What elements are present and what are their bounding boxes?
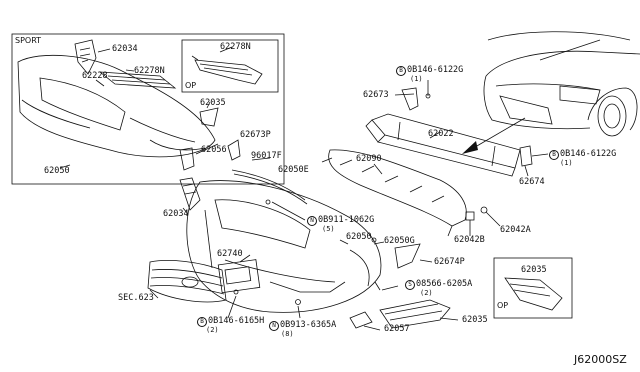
part-label-62674[interactable]: 62674 bbox=[519, 177, 545, 187]
qty-0B146-6122G-right: (1) bbox=[560, 159, 573, 167]
part-label-62035-sport[interactable]: 62035 bbox=[200, 98, 226, 108]
b-marker: B bbox=[549, 150, 559, 160]
reinforcement-62022 bbox=[365, 113, 521, 177]
n-marker: N bbox=[269, 321, 279, 331]
car-outline bbox=[483, 31, 640, 137]
qty-0B146-6165H: (2) bbox=[206, 326, 219, 334]
qty-0B913: (8) bbox=[281, 330, 294, 338]
part-label-96017F[interactable]: 96017F bbox=[251, 151, 282, 161]
nut-62042B bbox=[465, 211, 475, 221]
part-label-62278N-op[interactable]: 62278N bbox=[220, 42, 251, 52]
part-number: 08566-6205A bbox=[416, 279, 473, 289]
bolt-62042A bbox=[480, 206, 488, 214]
op-label-2: OP bbox=[497, 301, 509, 310]
part-label-62050G[interactable]: 62050G bbox=[384, 236, 415, 246]
sport-grille-62034 bbox=[74, 39, 97, 75]
op-inset-box-bottom bbox=[493, 257, 573, 319]
op-mesh-62035 bbox=[504, 277, 563, 311]
part-label-62034-sport[interactable]: 62034 bbox=[112, 44, 138, 54]
sport-part-62035 bbox=[199, 107, 219, 127]
b-marker: B bbox=[197, 317, 207, 327]
sport-bumper-drawing bbox=[17, 54, 216, 158]
bracket-62674 bbox=[519, 145, 533, 167]
s-marker: S bbox=[405, 280, 415, 290]
mesh-62035 bbox=[379, 299, 451, 329]
sec-623-label[interactable]: SEC.623 bbox=[118, 293, 154, 303]
part-number: 0B913-6365A bbox=[280, 320, 337, 330]
plate-62740 bbox=[217, 259, 261, 294]
qty-08566: (2) bbox=[420, 289, 433, 297]
part-label-62228[interactable]: 62228 bbox=[82, 71, 108, 81]
part-label-62035-op[interactable]: 62035 bbox=[521, 265, 547, 275]
part-label-62050-main[interactable]: 62050 bbox=[346, 232, 372, 242]
b-marker: B bbox=[396, 66, 406, 76]
part-number: 0B146-6122G bbox=[560, 149, 617, 159]
n-marker: N bbox=[307, 216, 317, 226]
part-label-62042A[interactable]: 62042A bbox=[500, 225, 531, 235]
part-62673P bbox=[227, 139, 241, 161]
op-label: OP bbox=[185, 81, 197, 90]
bolt-62050G bbox=[371, 237, 377, 243]
sec623-grille bbox=[147, 260, 227, 303]
sport-inset-box bbox=[11, 33, 285, 185]
strip-96017F bbox=[231, 169, 306, 201]
part-label-62057[interactable]: 62057 bbox=[384, 324, 410, 334]
main-bumper-drawing bbox=[186, 180, 382, 313]
part-label-62673[interactable]: 62673 bbox=[363, 90, 389, 100]
op-mesh-62278N bbox=[194, 59, 263, 85]
sport-mesh-62278N bbox=[98, 71, 177, 89]
bracket-62674P bbox=[394, 243, 421, 269]
part-label-62050E[interactable]: 62050E bbox=[278, 165, 309, 175]
bracket-62673 bbox=[401, 87, 419, 111]
part-label-62042B[interactable]: 62042B bbox=[454, 235, 485, 245]
part-label-62090[interactable]: 62090 bbox=[356, 154, 382, 164]
op-inset-box-top bbox=[181, 39, 279, 93]
part-label-62022[interactable]: 62022 bbox=[428, 129, 454, 139]
sport-label: SPORT bbox=[15, 36, 42, 45]
part-number: 0B146-6165H bbox=[208, 316, 265, 326]
part-number: 0B911-1062G bbox=[318, 215, 375, 225]
absorber-62090 bbox=[321, 149, 467, 237]
part-label-62035-main[interactable]: 62035 bbox=[462, 315, 488, 325]
part-label-62034[interactable]: 62034 bbox=[163, 209, 189, 219]
part-62057 bbox=[349, 311, 373, 329]
part-label-62056[interactable]: 62056 bbox=[201, 145, 227, 155]
part-label-62674P[interactable]: 62674P bbox=[434, 257, 465, 267]
part-62056 bbox=[179, 147, 195, 171]
part-label-62050-sport[interactable]: 62050 bbox=[44, 166, 70, 176]
diagram-code: J62000SZ bbox=[574, 353, 627, 366]
qty-0B146-6122G-top: (1) bbox=[410, 75, 423, 83]
location-arrow bbox=[469, 117, 526, 151]
grille-62034 bbox=[179, 177, 201, 211]
qty-0B911: (5) bbox=[322, 225, 335, 233]
part-label-62673P[interactable]: 62673P bbox=[240, 130, 271, 140]
part-number: 0B146-6122G bbox=[407, 65, 464, 75]
part-label-62278N-sport[interactable]: 62278N bbox=[134, 66, 165, 76]
part-label-62740[interactable]: 62740 bbox=[217, 249, 243, 259]
